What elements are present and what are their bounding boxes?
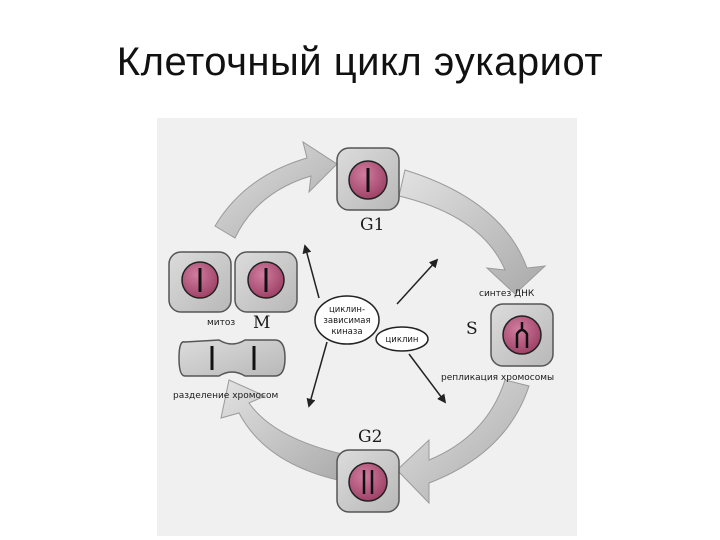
cdk-ellipse <box>314 295 380 345</box>
arrow-m-to-g1 <box>214 140 338 239</box>
g2-cell <box>336 449 400 513</box>
g1-cell <box>336 147 400 211</box>
dividing-cell <box>178 339 286 377</box>
arrow-s-to-g2 <box>396 379 530 505</box>
chromosome-separation-label: разделение хромосом <box>173 391 278 401</box>
phase-s-label: S <box>466 319 478 339</box>
cyclin-ellipse <box>375 326 429 352</box>
phase-g2-label: G2 <box>358 427 382 447</box>
dna-synthesis-label: синтез ДНК <box>479 289 535 299</box>
phase-m-label: M <box>253 313 270 333</box>
m-daughter-cell-right <box>234 251 298 313</box>
mitosis-label: митоз <box>207 318 235 328</box>
cell-cycle-diagram: G1 S синтез ДНК репликация хромосомы G2 … <box>157 118 577 536</box>
m-daughter-cell-left <box>168 251 232 313</box>
cdk-label-line3: киназа <box>331 327 362 337</box>
slide-title: Клеточный цикл эукариот <box>116 40 604 84</box>
cdk-label-line1: циклин- <box>329 305 365 315</box>
regulation-arrow-g2 <box>408 353 447 404</box>
s-cell <box>490 303 554 367</box>
phase-g1-label: G1 <box>360 215 384 235</box>
cdk-label-line2: зависимая <box>323 316 370 326</box>
chromosome-replication-label: репликация хромосомы <box>441 373 554 383</box>
regulation-arrow-m <box>302 244 320 299</box>
arrow-g2-to-m <box>220 379 352 483</box>
arrow-g1-to-s <box>398 169 547 295</box>
regulation-arrow-g1 <box>306 341 328 408</box>
regulation-arrow-s <box>396 258 439 305</box>
cyclin-label: циклин <box>386 335 419 345</box>
